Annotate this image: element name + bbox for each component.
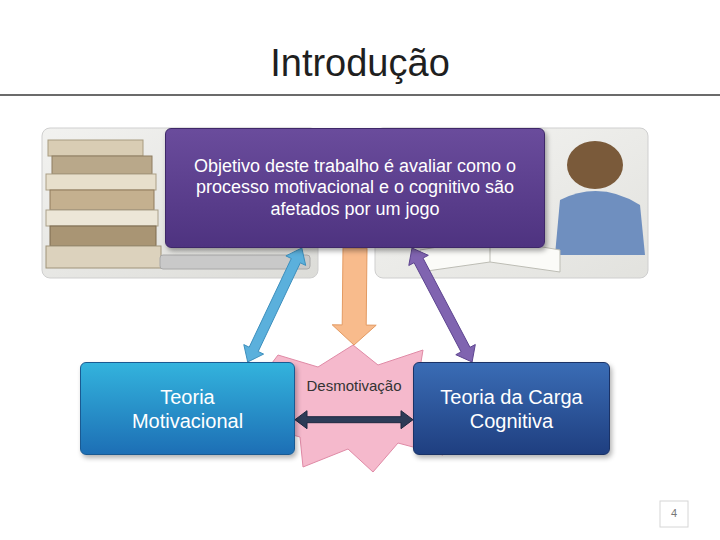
shape-label: Desmotivação — [306, 377, 401, 395]
box-text: Teoria Motivacional — [113, 385, 263, 433]
slide-number-frame — [660, 501, 688, 527]
title-rule — [0, 94, 720, 96]
block-arrow — [409, 248, 476, 362]
box-text: Objetivo deste trabalho é avaliar como o… — [184, 156, 526, 221]
objective-box: Objetivo deste trabalho é avaliar como o… — [165, 128, 545, 248]
slide-number: 4 — [660, 506, 688, 520]
block-arrow — [332, 248, 376, 345]
theory-box: Teoria da Carga Cognitiva — [413, 362, 610, 455]
slide-title: Introdução — [0, 40, 720, 86]
box-text: Teoria da Carga Cognitiva — [432, 385, 591, 433]
theory-box: Teoria Motivacional — [80, 362, 295, 455]
block-arrow — [244, 248, 306, 362]
